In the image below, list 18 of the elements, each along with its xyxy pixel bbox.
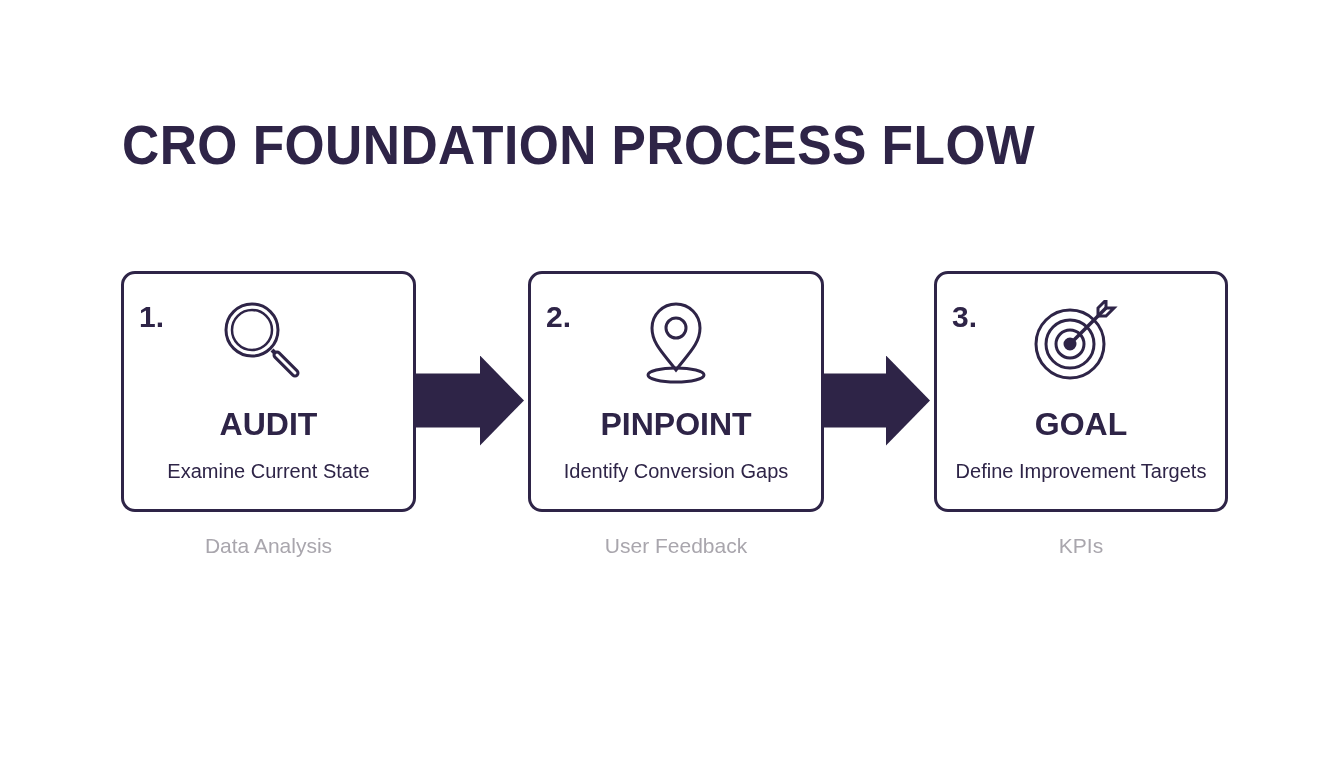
step-note: KPIs (1057, 534, 1105, 558)
step-note: Data Analysis (203, 534, 334, 558)
title: CRO FOUNDATION PROCESS FLOW (122, 112, 1036, 177)
block-arrow (416, 355, 524, 446)
step-card (528, 271, 824, 512)
step-number: 2. (546, 300, 572, 334)
step-title: GOAL (1033, 406, 1129, 443)
step-note: User Feedback (603, 534, 749, 558)
step-title: AUDIT (218, 406, 319, 443)
block-arrow (824, 355, 930, 446)
step-number: 1. (139, 300, 165, 334)
step-description: Define Improvement Targets (954, 460, 1208, 483)
step-card (934, 271, 1228, 512)
step-description: Examine Current State (166, 460, 371, 483)
step-title: PINPOINT (599, 406, 753, 443)
step-number: 3. (952, 300, 978, 334)
step-description: Identify Conversion Gaps (562, 460, 790, 483)
step-card (121, 271, 416, 512)
